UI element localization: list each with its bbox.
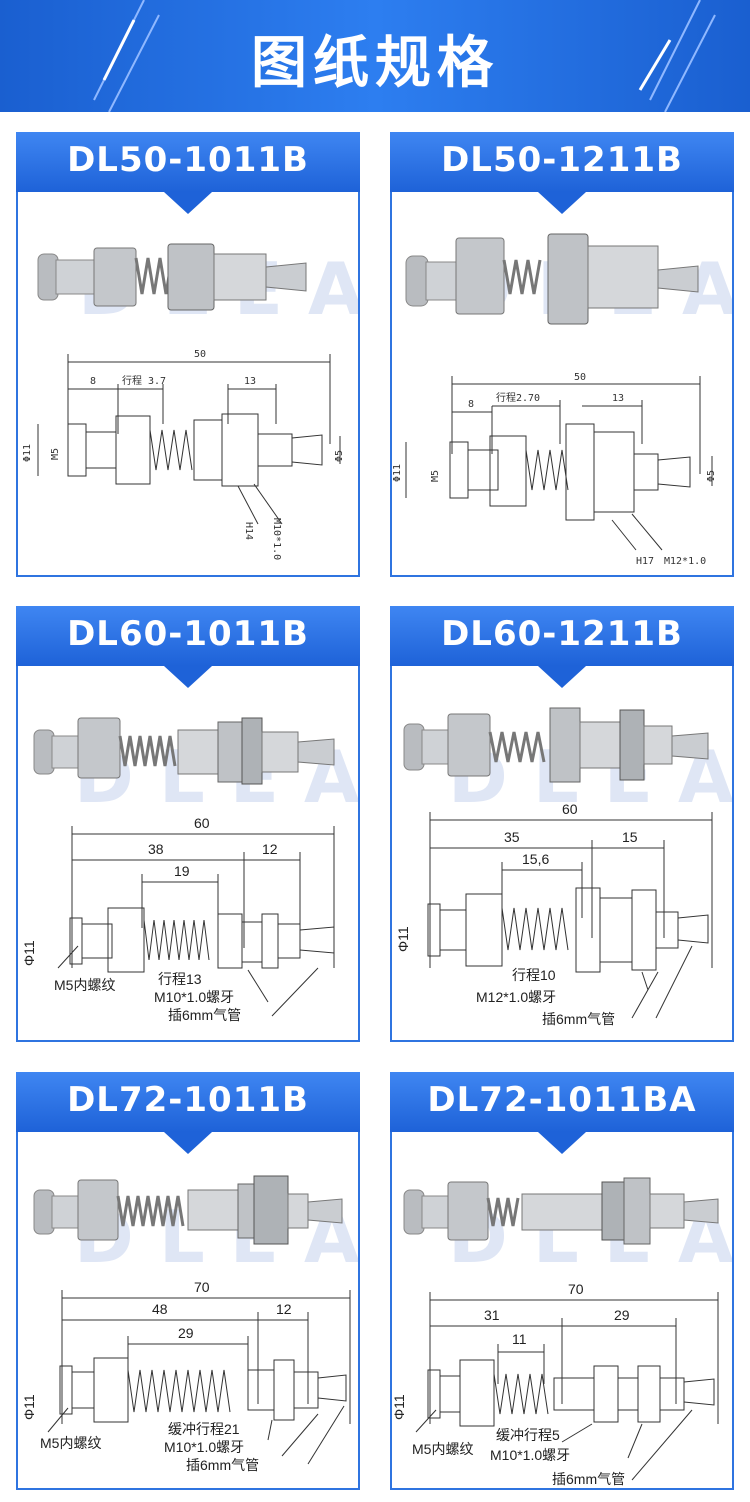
product-drawing: D L E A xyxy=(21,717,358,1023)
model-name: DL50-1011B xyxy=(67,140,309,180)
product-card-2: DL50-1211B D L E A xyxy=(390,132,734,577)
product-card-5: DL72-1011B D L E A xyxy=(16,1072,360,1490)
dim-dia-right: Φ5 xyxy=(706,470,717,482)
dim-total: 50 xyxy=(194,349,206,360)
product-card-1: DL50-1011B D L E A xyxy=(16,132,360,577)
model-name: DL50-1211B xyxy=(441,140,683,180)
product-card-3: DL60-1011B D L E A xyxy=(16,606,360,1042)
dim-b: 13 xyxy=(612,393,624,404)
dim-thread-in: M5内螺纹 xyxy=(54,977,115,993)
dim-stroke: 行程13 xyxy=(158,971,202,987)
dim-dia-left: Φ11 xyxy=(395,926,411,952)
dimension-drawing xyxy=(57,826,335,1017)
dim-thread-in: M5 xyxy=(50,448,61,460)
dim-stroke: 缓冲行程21 xyxy=(168,1421,240,1437)
dim-stroke: 缓冲行程5 xyxy=(496,1427,560,1443)
header-pointer xyxy=(164,192,212,214)
dim-thread: M10*1.0螺牙 xyxy=(164,1439,244,1455)
dim-mid: 11 xyxy=(512,1331,527,1347)
product-photo xyxy=(33,717,335,785)
card-header: DL50-1211B xyxy=(390,132,734,214)
dim-thread: M10*1.0螺牙 xyxy=(154,989,234,1005)
dim-stroke: 行程10 xyxy=(512,967,556,983)
dimension-drawing xyxy=(37,354,341,525)
dimension-drawing xyxy=(47,1290,351,1465)
product-drawing: D L E A xyxy=(392,233,732,567)
dim-total: 70 xyxy=(568,1281,584,1297)
dim-b: 12 xyxy=(276,1301,292,1317)
header-pointer xyxy=(164,1132,212,1154)
dim-pipe: 插6mm气管 xyxy=(552,1471,625,1487)
model-name: DL72-1011BA xyxy=(427,1080,697,1120)
header-pointer xyxy=(538,192,586,214)
dim-b: 13 xyxy=(244,376,256,387)
model-name: DL72-1011B xyxy=(67,1080,309,1120)
dim-a: 8 xyxy=(90,376,96,387)
dim-a: 31 xyxy=(484,1307,500,1323)
dim-total: 50 xyxy=(574,372,586,383)
dim-pipe: 插6mm气管 xyxy=(542,1011,615,1027)
product-photo xyxy=(405,233,699,325)
header-pointer xyxy=(538,1132,586,1154)
dim-thread: M10*1.0螺牙 xyxy=(490,1447,570,1463)
dim-thread: M12*1.0 xyxy=(664,556,706,567)
card-header: DL72-1011BA xyxy=(390,1072,734,1154)
dim-thread-in: M5内螺纹 xyxy=(40,1435,101,1451)
dim-a: 38 xyxy=(148,841,164,857)
dim-thread: M12*1.0螺牙 xyxy=(476,989,556,1005)
card-header: DL60-1011B xyxy=(16,606,360,688)
dim-dia-left: Φ11 xyxy=(21,940,37,966)
dim-thread-in: M5内螺纹 xyxy=(412,1441,473,1457)
dim-dia-left: Φ11 xyxy=(21,1394,37,1420)
dim-dia-left: Φ11 xyxy=(22,444,33,462)
product-drawing: D L E A xyxy=(22,243,358,560)
dim-thread: M10*1.0 xyxy=(271,518,282,560)
dim-pipe: 插6mm气管 xyxy=(168,1007,241,1023)
header-pointer xyxy=(164,666,212,688)
decor-lines-right-icon xyxy=(638,0,716,112)
dimension-drawing xyxy=(427,812,713,1019)
dim-pipe: 插6mm气管 xyxy=(186,1457,259,1473)
dim-b: 15 xyxy=(622,829,638,845)
dim-a: 8 xyxy=(468,399,474,410)
dim-mid: 15,6 xyxy=(522,851,549,867)
page-banner: 图纸规格 xyxy=(0,0,750,112)
dim-dia-left: Φ11 xyxy=(392,464,403,482)
model-name: DL60-1211B xyxy=(441,614,683,654)
dim-stroke: 行程 3.7 xyxy=(122,374,166,387)
dim-mid: 19 xyxy=(174,863,190,879)
product-drawing: D L E A xyxy=(21,1175,358,1473)
product-card-6: DL72-1011BA D L E A xyxy=(390,1072,734,1490)
dimension-drawing xyxy=(415,1292,719,1481)
dim-b: 12 xyxy=(262,841,278,857)
dim-b: 29 xyxy=(614,1307,630,1323)
product-drawing: D L E A xyxy=(392,1177,732,1487)
dim-dia-left: Φ11 xyxy=(392,1394,407,1420)
dimension-drawing xyxy=(405,376,713,551)
product-card-4: DL60-1211B D L E A xyxy=(390,606,734,1042)
card-header: DL50-1011B xyxy=(16,132,360,214)
product-photo xyxy=(403,1177,719,1245)
dim-a: 48 xyxy=(152,1301,168,1317)
product-photo xyxy=(33,1175,343,1245)
model-name: DL60-1011B xyxy=(67,614,309,654)
dim-hex: H17 xyxy=(636,556,654,567)
dim-dia-right: Φ5 xyxy=(334,450,345,462)
dim-total: 60 xyxy=(194,815,210,831)
dim-total: 70 xyxy=(194,1279,210,1295)
page-title: 图纸规格 xyxy=(251,31,499,96)
dim-total: 60 xyxy=(562,801,578,817)
dim-stroke: 行程2.70 xyxy=(496,391,540,404)
product-photo xyxy=(37,243,307,311)
decor-lines-left-icon xyxy=(93,0,160,112)
dim-thread-in: M5 xyxy=(430,470,441,482)
dim-mid: 29 xyxy=(178,1325,194,1341)
card-header: DL60-1211B xyxy=(390,606,734,688)
product-photo xyxy=(403,707,709,783)
dim-a: 35 xyxy=(504,829,520,845)
product-drawing: D L E A xyxy=(395,707,732,1027)
card-header: DL72-1011B xyxy=(16,1072,360,1154)
header-pointer xyxy=(538,666,586,688)
dim-hex: H14 xyxy=(243,522,254,540)
